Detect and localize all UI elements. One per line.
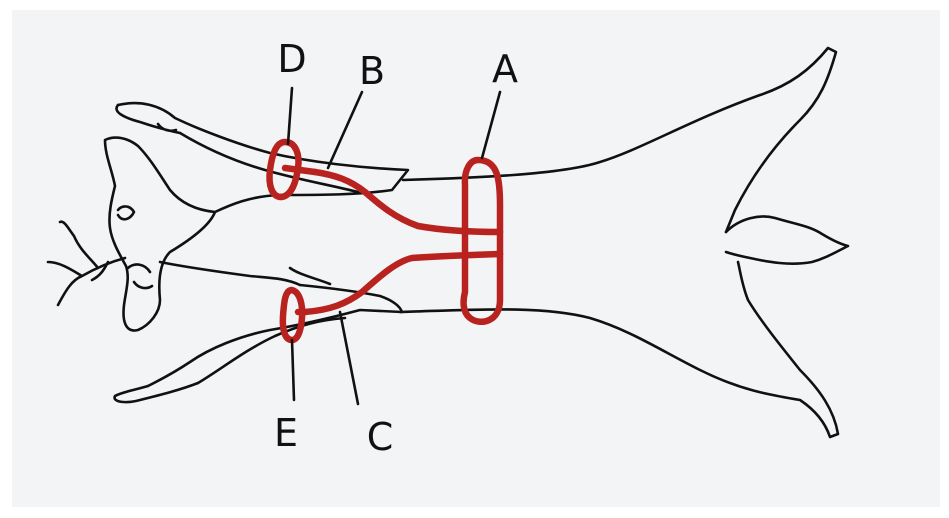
- deer-front-leg-seam: [290, 268, 330, 284]
- label-c: C: [367, 415, 394, 459]
- leader-e: [292, 340, 294, 400]
- girth-loop-a: [464, 160, 500, 322]
- label-a: A: [492, 47, 518, 91]
- leader-b: [328, 92, 362, 168]
- label-b: B: [359, 49, 385, 93]
- leader-d: [288, 88, 292, 144]
- leg-loop-e: [283, 290, 302, 340]
- deer-front-hoof-upper: [117, 105, 180, 133]
- deer-lower-leg-upper-line: [198, 318, 345, 383]
- leader-c: [340, 312, 358, 404]
- label-d: D: [277, 37, 306, 81]
- deer-antler: [48, 222, 125, 305]
- harness-cross-bar-lower: [305, 254, 500, 312]
- deer-head: [105, 138, 215, 331]
- label-e: E: [274, 411, 298, 455]
- deer-tail: [726, 217, 848, 264]
- deer-outline: [48, 48, 848, 437]
- deer-eye: [118, 206, 134, 219]
- deer-nose: [128, 265, 152, 289]
- labels: A B C D E: [274, 37, 518, 459]
- leader-a: [482, 92, 500, 158]
- deer-front-hoof-lower: [115, 383, 198, 402]
- deer-neck-lower: [160, 262, 300, 285]
